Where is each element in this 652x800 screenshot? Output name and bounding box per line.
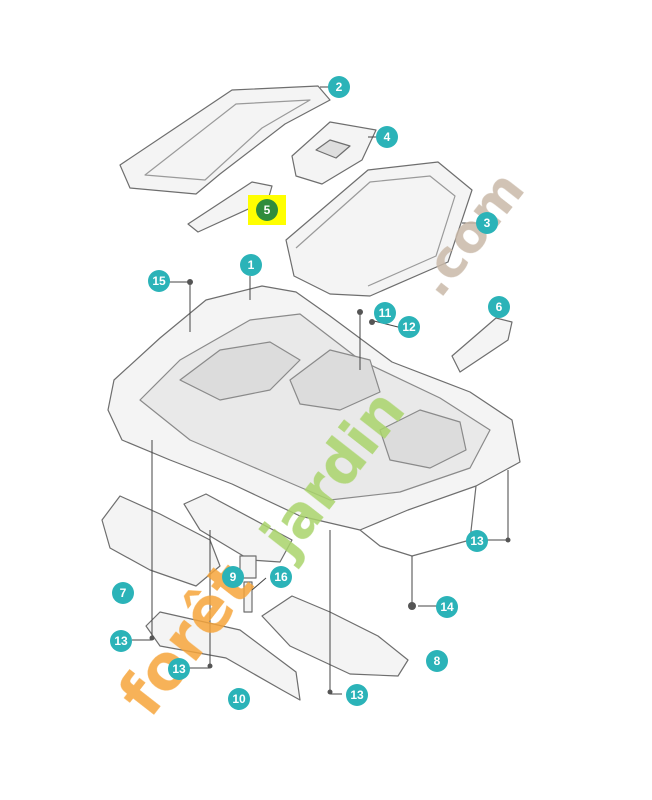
part-strip bbox=[187, 181, 273, 233]
part-pin bbox=[243, 581, 253, 613]
part-rail bbox=[145, 611, 301, 701]
part-top-cover bbox=[119, 85, 331, 195]
callout-9: 9 bbox=[222, 566, 244, 588]
part-bracket bbox=[183, 493, 293, 563]
part-cover bbox=[285, 161, 473, 297]
part-trim bbox=[451, 317, 513, 373]
callout-10: 10 bbox=[228, 688, 250, 710]
callout-6: 6 bbox=[488, 296, 510, 318]
callout-7: 7 bbox=[112, 582, 134, 604]
callout-13-c: 13 bbox=[168, 658, 190, 680]
callout-3: 3 bbox=[476, 212, 498, 234]
callout-5: 5 bbox=[256, 199, 278, 221]
part-bumper-right bbox=[261, 595, 409, 677]
callout-16: 16 bbox=[270, 566, 292, 588]
callout-15: 15 bbox=[148, 270, 170, 292]
callout-11: 11 bbox=[374, 302, 396, 324]
callout-13-b: 13 bbox=[110, 630, 132, 652]
callout-5-highlight: 5 bbox=[248, 195, 286, 225]
callout-12: 12 bbox=[398, 316, 420, 338]
callout-4: 4 bbox=[376, 126, 398, 148]
callout-2: 2 bbox=[328, 76, 350, 98]
callout-13-a: 13 bbox=[466, 530, 488, 552]
callout-14: 14 bbox=[436, 596, 458, 618]
callout-8: 8 bbox=[426, 650, 448, 672]
part-bumper-left bbox=[101, 495, 221, 587]
callout-1: 1 bbox=[240, 254, 262, 276]
callout-13-d: 13 bbox=[346, 684, 368, 706]
